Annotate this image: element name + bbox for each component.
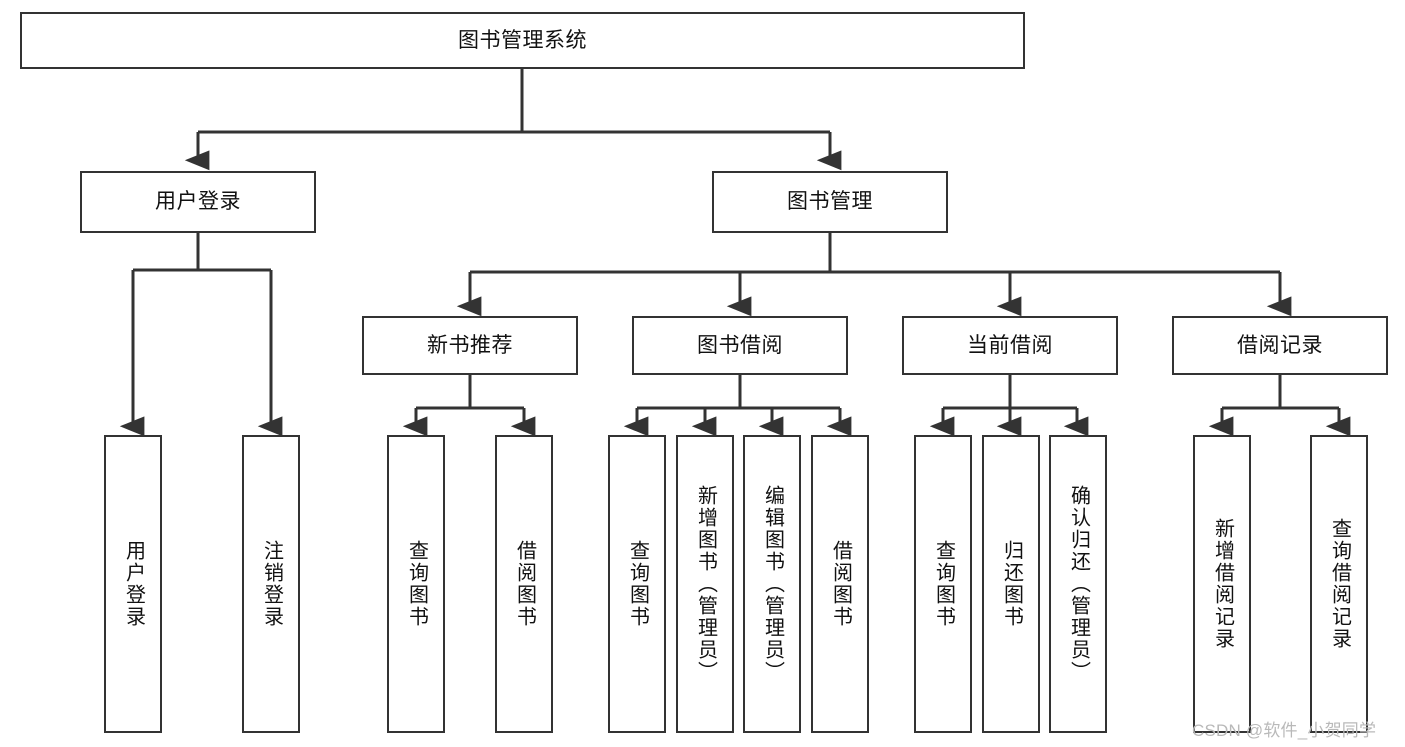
node-root[interactable]: 图书管理系统 bbox=[20, 12, 1025, 69]
node-leaf-user-logout[interactable]: 注销登录 bbox=[242, 435, 300, 733]
node-leaf-edit-book[interactable]: 编辑图书（管理员） bbox=[743, 435, 801, 733]
watermark-text: CSDN @软件_小贺同学 bbox=[1192, 721, 1377, 740]
node-leaf-query-book-1[interactable]: 查询图书 bbox=[387, 435, 445, 733]
node-book-management-label: 图书管理 bbox=[787, 190, 873, 214]
node-leaf-borrow-book-1-label: 借阅图书 bbox=[513, 540, 536, 628]
node-leaf-user-login[interactable]: 用户登录 bbox=[104, 435, 162, 733]
node-leaf-query-record[interactable]: 查询借阅记录 bbox=[1310, 435, 1368, 733]
node-new-book-recommend-label: 新书推荐 bbox=[427, 333, 513, 357]
node-leaf-add-book[interactable]: 新增图书（管理员） bbox=[676, 435, 734, 733]
node-leaf-confirm-return-label: 确认归还（管理员） bbox=[1067, 485, 1090, 683]
node-leaf-return-book-label: 归还图书 bbox=[1000, 540, 1023, 628]
node-book-management[interactable]: 图书管理 bbox=[712, 171, 948, 233]
node-leaf-user-logout-label: 注销登录 bbox=[260, 540, 283, 628]
node-new-book-recommend[interactable]: 新书推荐 bbox=[362, 316, 578, 375]
node-book-borrow[interactable]: 图书借阅 bbox=[632, 316, 848, 375]
node-leaf-add-record-label: 新增借阅记录 bbox=[1211, 518, 1234, 650]
node-leaf-borrow-book-1[interactable]: 借阅图书 bbox=[495, 435, 553, 733]
node-book-borrow-label: 图书借阅 bbox=[697, 333, 783, 357]
node-user-login[interactable]: 用户登录 bbox=[80, 171, 316, 233]
node-leaf-query-book-2-label: 查询图书 bbox=[626, 540, 649, 628]
node-leaf-user-login-label: 用户登录 bbox=[122, 540, 145, 628]
node-leaf-add-book-label: 新增图书（管理员） bbox=[694, 485, 717, 683]
node-borrow-record[interactable]: 借阅记录 bbox=[1172, 316, 1388, 375]
node-leaf-add-record[interactable]: 新增借阅记录 bbox=[1193, 435, 1251, 733]
node-root-label: 图书管理系统 bbox=[458, 28, 587, 52]
node-current-borrow[interactable]: 当前借阅 bbox=[902, 316, 1118, 375]
node-leaf-borrow-book-2[interactable]: 借阅图书 bbox=[811, 435, 869, 733]
node-leaf-query-book-3[interactable]: 查询图书 bbox=[914, 435, 972, 733]
node-user-login-label: 用户登录 bbox=[155, 190, 241, 214]
node-leaf-query-record-label: 查询借阅记录 bbox=[1328, 518, 1351, 650]
node-leaf-confirm-return[interactable]: 确认归还（管理员） bbox=[1049, 435, 1107, 733]
node-leaf-query-book-1-label: 查询图书 bbox=[405, 540, 428, 628]
node-leaf-query-book-2[interactable]: 查询图书 bbox=[608, 435, 666, 733]
node-leaf-borrow-book-2-label: 借阅图书 bbox=[829, 540, 852, 628]
node-leaf-edit-book-label: 编辑图书（管理员） bbox=[761, 485, 784, 683]
node-current-borrow-label: 当前借阅 bbox=[967, 333, 1053, 357]
node-leaf-query-book-3-label: 查询图书 bbox=[932, 540, 955, 628]
node-borrow-record-label: 借阅记录 bbox=[1237, 333, 1323, 357]
node-leaf-return-book[interactable]: 归还图书 bbox=[982, 435, 1040, 733]
